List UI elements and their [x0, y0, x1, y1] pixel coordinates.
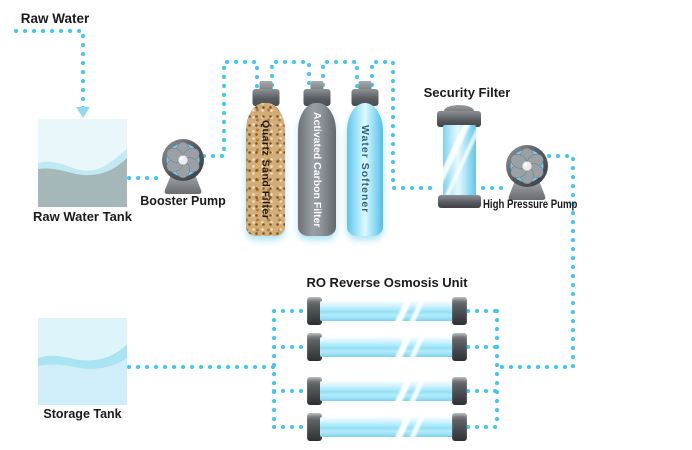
activated-carbon-filter-vessel: Activated Carbon Filter [298, 81, 336, 236]
storage-tank-water-body [38, 358, 127, 405]
storage-tank-label: Storage Tank [43, 407, 122, 421]
ro-membrane-4-left-cap [307, 413, 322, 441]
high-pressure-pump-icon [499, 142, 555, 204]
ro-membrane-4-body [320, 417, 454, 437]
softener-body: Water Softener [347, 103, 383, 236]
pipe-ro-left-rail [272, 309, 308, 429]
booster-pump-icon [155, 136, 211, 198]
pipe-raw-water-inlet [14, 29, 85, 112]
softener-label: Water Softener [359, 125, 371, 214]
raw-water-tank [38, 119, 127, 207]
softener-cap [351, 89, 379, 106]
ro-membrane-1-right-cap [452, 297, 467, 325]
raw-water-label: Raw Water [20, 11, 90, 26]
carbon-filter-label: Activated Carbon Filter [311, 111, 323, 228]
ro-membrane-2-left-cap [307, 333, 322, 361]
quartz-filter-label: Quartz Sand Filter [259, 119, 272, 220]
ro-membrane-2-right-cap [452, 333, 467, 361]
ro-membrane-3-right-cap [452, 377, 467, 405]
quartz-sand-filter-vessel: Quartz Sand Filter [246, 81, 285, 236]
ro-membrane-2-body [320, 337, 454, 357]
carbon-filter-cap [303, 89, 331, 106]
quartz-filter-cap [252, 89, 279, 106]
pipe-carbon-to-softener [321, 60, 359, 96]
raw-tank-water-body [38, 158, 127, 207]
ro-membrane-2 [307, 333, 467, 361]
quartz-filter-body: Quartz Sand Filter [246, 103, 285, 236]
security-filter-bottom-cap [438, 195, 481, 208]
booster-pump-label: Booster Pump [140, 194, 226, 208]
water-softener-vessel: Water Softener [347, 81, 383, 236]
raw-water-tank-label: Raw Water Tank [33, 209, 132, 224]
pipe-ro-right-rail [466, 309, 499, 429]
quartz-filter-cap-knob [259, 81, 272, 91]
ro-membrane-3-body [320, 381, 454, 401]
ro-membrane-3-left-cap [307, 377, 322, 405]
softener-cap-knob [358, 81, 372, 91]
ro-membrane-4 [307, 413, 467, 441]
storage-tank [38, 318, 127, 405]
ro-unit-title: RO Reverse Osmosis Unit [306, 275, 468, 290]
ro-membrane-4-right-cap [452, 413, 467, 441]
flow-arrow-down-icon [76, 107, 90, 118]
high-pressure-pump-label: High Pressure Pump [483, 197, 578, 211]
pipe-hp-pump-to-ro-unit [497, 154, 575, 369]
pipe-quartz-to-carbon-filter [270, 60, 311, 96]
security-filter-label: Security Filter [423, 85, 511, 100]
ro-membrane-1-body [320, 301, 454, 321]
carbon-filter-body: Activated Carbon Filter [298, 103, 336, 236]
security-filter-body [443, 125, 476, 197]
carbon-filter-cap-knob [310, 81, 324, 91]
pipe-softener-to-security-filter [370, 60, 438, 190]
ro-membrane-1-left-cap [307, 297, 322, 325]
ro-membrane-1 [307, 297, 467, 325]
security-filter-top-cap [437, 111, 481, 127]
ro-membrane-3 [307, 377, 467, 405]
